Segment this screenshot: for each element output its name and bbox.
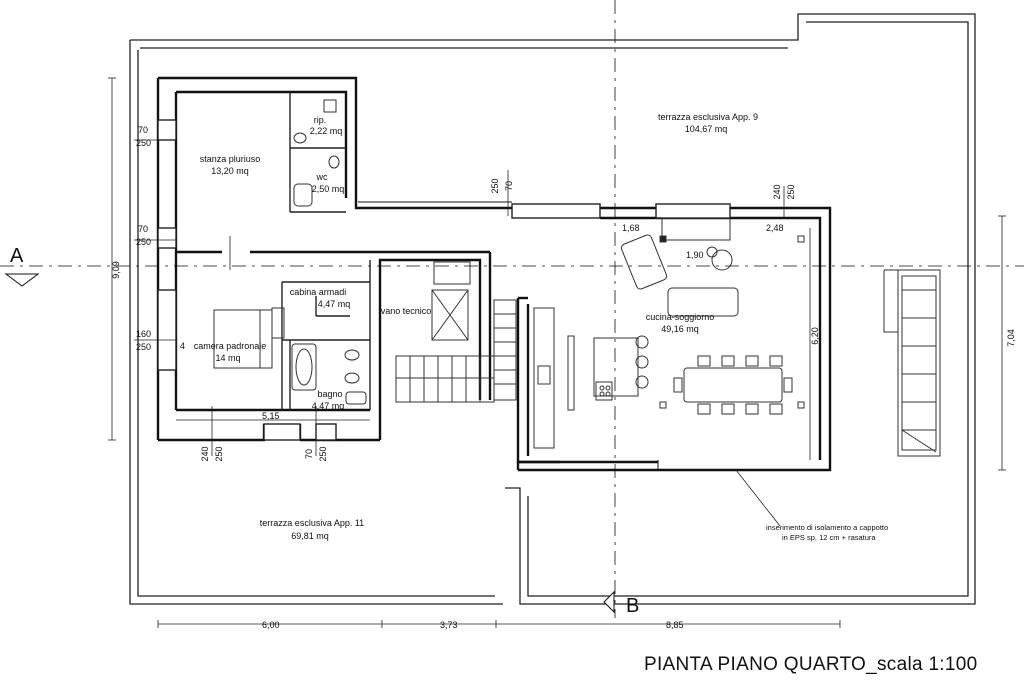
dim-250-v1: 250 (490, 178, 500, 193)
wc-area: 2,50 mq (312, 184, 345, 194)
drawing-title: PIANTA PIANO QUARTO_scala 1:100 (644, 654, 978, 675)
wc-name: wc (316, 172, 328, 182)
dim-70-b: 70 (138, 224, 148, 234)
dim-909: 9,09 (111, 261, 121, 279)
dim-620: 6,20 (810, 327, 820, 345)
furniture (213, 99, 805, 449)
staircase (395, 261, 517, 403)
dim-250-c: 250 (136, 342, 151, 352)
camera-name: camera padronale (194, 341, 267, 351)
terrace-11-area: 69,81 mq (291, 531, 329, 541)
rip-name: rip. (314, 115, 327, 125)
cabina-name: cabina armadi (290, 287, 347, 297)
cucina-area: 49,16 mq (661, 324, 699, 334)
dim-515: 5,15 (262, 411, 280, 421)
dim-190: 1,90 (686, 250, 704, 260)
terrace-9-area: 104,67 mq (685, 124, 728, 134)
dim-4: 4 (180, 341, 185, 351)
dim-250-a: 250 (136, 138, 151, 148)
stanza-name: stanza pluriuso (200, 154, 261, 164)
dim-250-b: 250 (136, 237, 151, 247)
room-labels: terrazza esclusiva App. 9 104,67 mq stan… (194, 112, 758, 541)
cabina-area: 4,47 mq (318, 299, 351, 309)
terrace-boundary (129, 13, 976, 605)
dim-168: 1,68 (622, 223, 640, 233)
section-marker-a: A (10, 245, 24, 267)
dim-250-v2: 250 (786, 184, 796, 199)
insulation-note-line1: inserimento di isolamento a cappotto (766, 523, 888, 532)
section-line-a (0, 265, 1024, 287)
dim-70-a: 70 (138, 125, 148, 135)
dim-240-b: 240 (200, 446, 210, 461)
bagno-name: bagno (317, 389, 342, 399)
dim-240-v: 240 (772, 184, 782, 199)
stanza-area: 13,20 mq (211, 166, 249, 176)
external-stair (883, 269, 941, 457)
dim-600: 6,00 (262, 620, 280, 630)
dim-70-v1: 70 (504, 181, 514, 191)
dimension-labels: 70 250 70 250 160 250 4 5,15 1,68 1,90 2… (111, 125, 1016, 630)
dim-160: 160 (136, 329, 151, 339)
vano-name: vano tecnico (381, 306, 432, 316)
dim-704: 7,04 (1006, 329, 1016, 347)
building-walls (156, 76, 832, 472)
rip-area: 2,22 mq (310, 126, 343, 136)
terrace-11-name: terrazza esclusiva App. 11 (260, 518, 364, 528)
bagno-area: 4,47 mq (312, 401, 345, 411)
cucina-name: cucina-soggiorno (646, 312, 715, 322)
interior-partitions (157, 92, 731, 441)
dim-373: 3,73 (440, 620, 458, 630)
section-marker-b: B (626, 595, 639, 617)
dim-248: 2,48 (766, 223, 784, 233)
insulation-note-line2: in EPS sp. 12 cm + rasatura (782, 533, 876, 542)
dimension-lines (108, 77, 1006, 628)
dim-885: 8,85 (666, 620, 684, 630)
camera-area: 14 mq (215, 353, 240, 363)
section-line-b (603, 0, 616, 618)
dim-250-b3: 250 (318, 446, 328, 461)
dim-70-b2: 70 (304, 449, 314, 459)
terrace-9-name: terrazza esclusiva App. 9 (658, 112, 758, 122)
dim-250-b2: 250 (214, 446, 224, 461)
